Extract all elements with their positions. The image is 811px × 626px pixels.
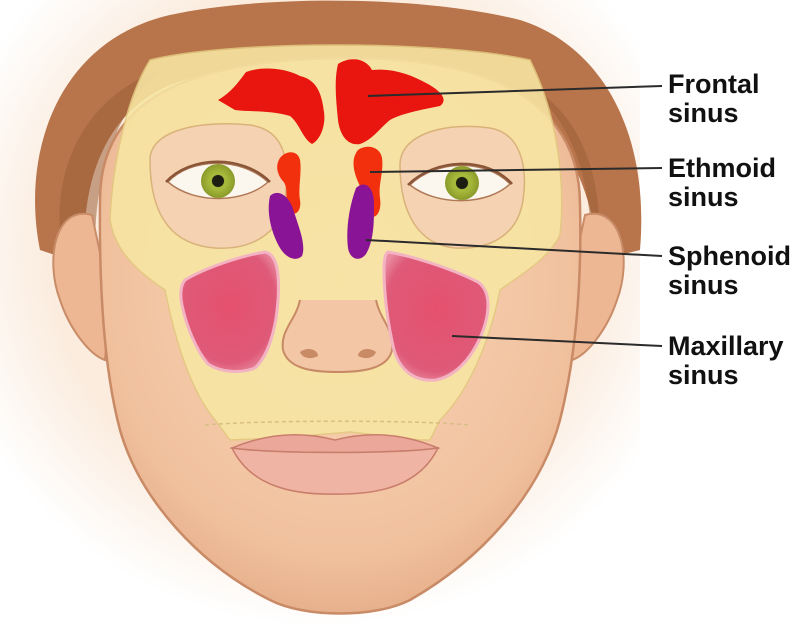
maxillary-sinus-label-line1: Maxillary <box>668 332 808 361</box>
left-pupil <box>212 175 224 187</box>
maxillary-sinus-label-line2: sinus <box>668 361 808 390</box>
frontal-sinus-label: Frontal sinus <box>668 70 808 128</box>
nose <box>283 300 393 372</box>
sphenoid-sinus-label: Sphenoid sinus <box>668 242 808 300</box>
sphenoid-sinus-label-line2: sinus <box>668 271 808 300</box>
frontal-sinus-label-line1: Frontal <box>668 70 808 99</box>
ethmoid-sinus-label-line2: sinus <box>668 183 808 212</box>
ethmoid-sinus-label-line1: Ethmoid <box>668 154 808 183</box>
frontal-sinus-label-line2: sinus <box>668 99 808 128</box>
right-pupil <box>456 177 468 189</box>
ethmoid-sinus-label: Ethmoid sinus <box>668 154 808 212</box>
sphenoid-sinus-label-line1: Sphenoid <box>668 242 808 271</box>
maxillary-sinus-label: Maxillary sinus <box>668 332 808 390</box>
